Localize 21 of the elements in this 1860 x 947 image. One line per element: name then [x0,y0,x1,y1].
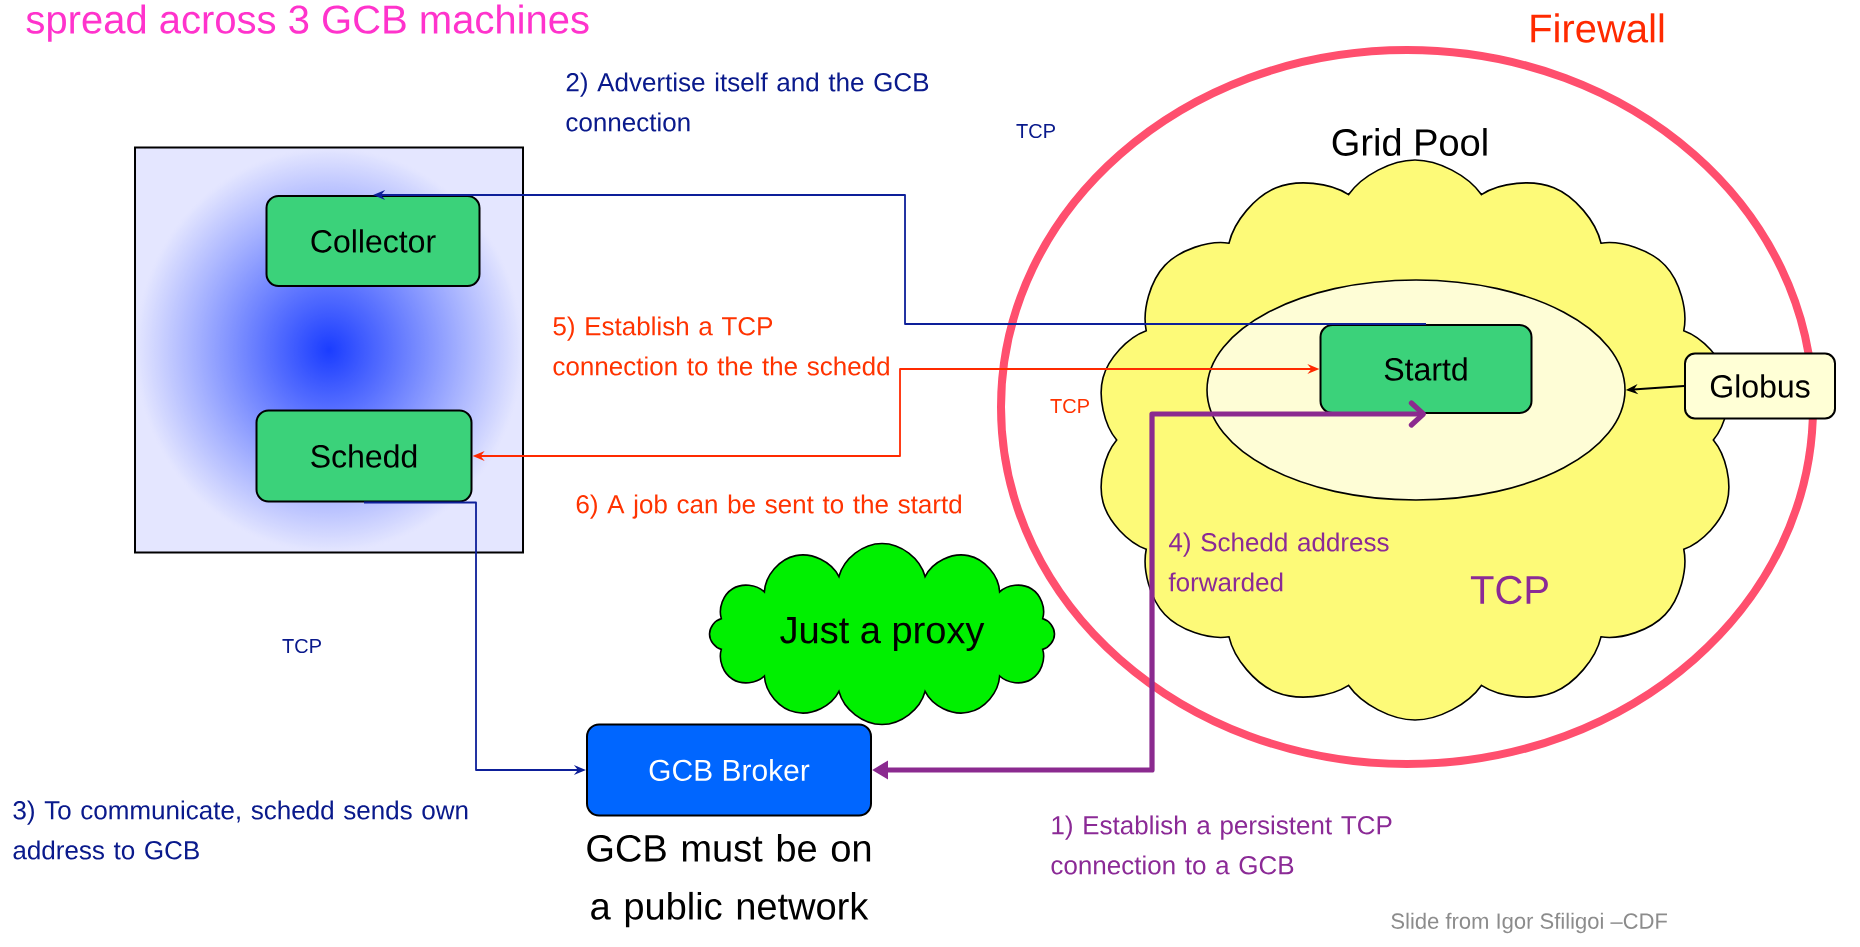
process-box: Startd [1319,324,1533,414]
window-panel [134,146,524,554]
annotation: 2) Advertise itself and the GCB connection [566,72,929,132]
credit-text: Slide from Igor Sfiligoi –CDF [1391,912,1667,934]
annotation: 1) Establish a persistent TCP connection to a GCB [1051,815,1392,875]
annotation: 3) To communicate, schedd sends own address to GCB [13,800,468,860]
broker-box: GCB Broker [586,723,872,817]
heading: Firewall [1531,13,1664,43]
process-box: Collector [265,195,481,287]
node-label: GCB must be on a public network [587,833,871,928]
annotation: 4) Schedd address forwarded [1168,532,1389,592]
process-box: Globus [1684,352,1836,420]
protocol-label: TCP [282,638,321,654]
annotation: 6) A job can be sent to the startd [576,494,961,519]
title: spread across 3 GCB machines [26,4,589,42]
annotation: 5) Establish a TCP connection to the the schedd [553,316,889,376]
protocol-label: TCP [1050,398,1089,414]
protocol-label: TCP [1016,123,1055,139]
cloud: Just a proxy [708,542,1056,726]
heading: Grid Pool [1332,128,1487,156]
process-box: Schedd [255,409,473,503]
